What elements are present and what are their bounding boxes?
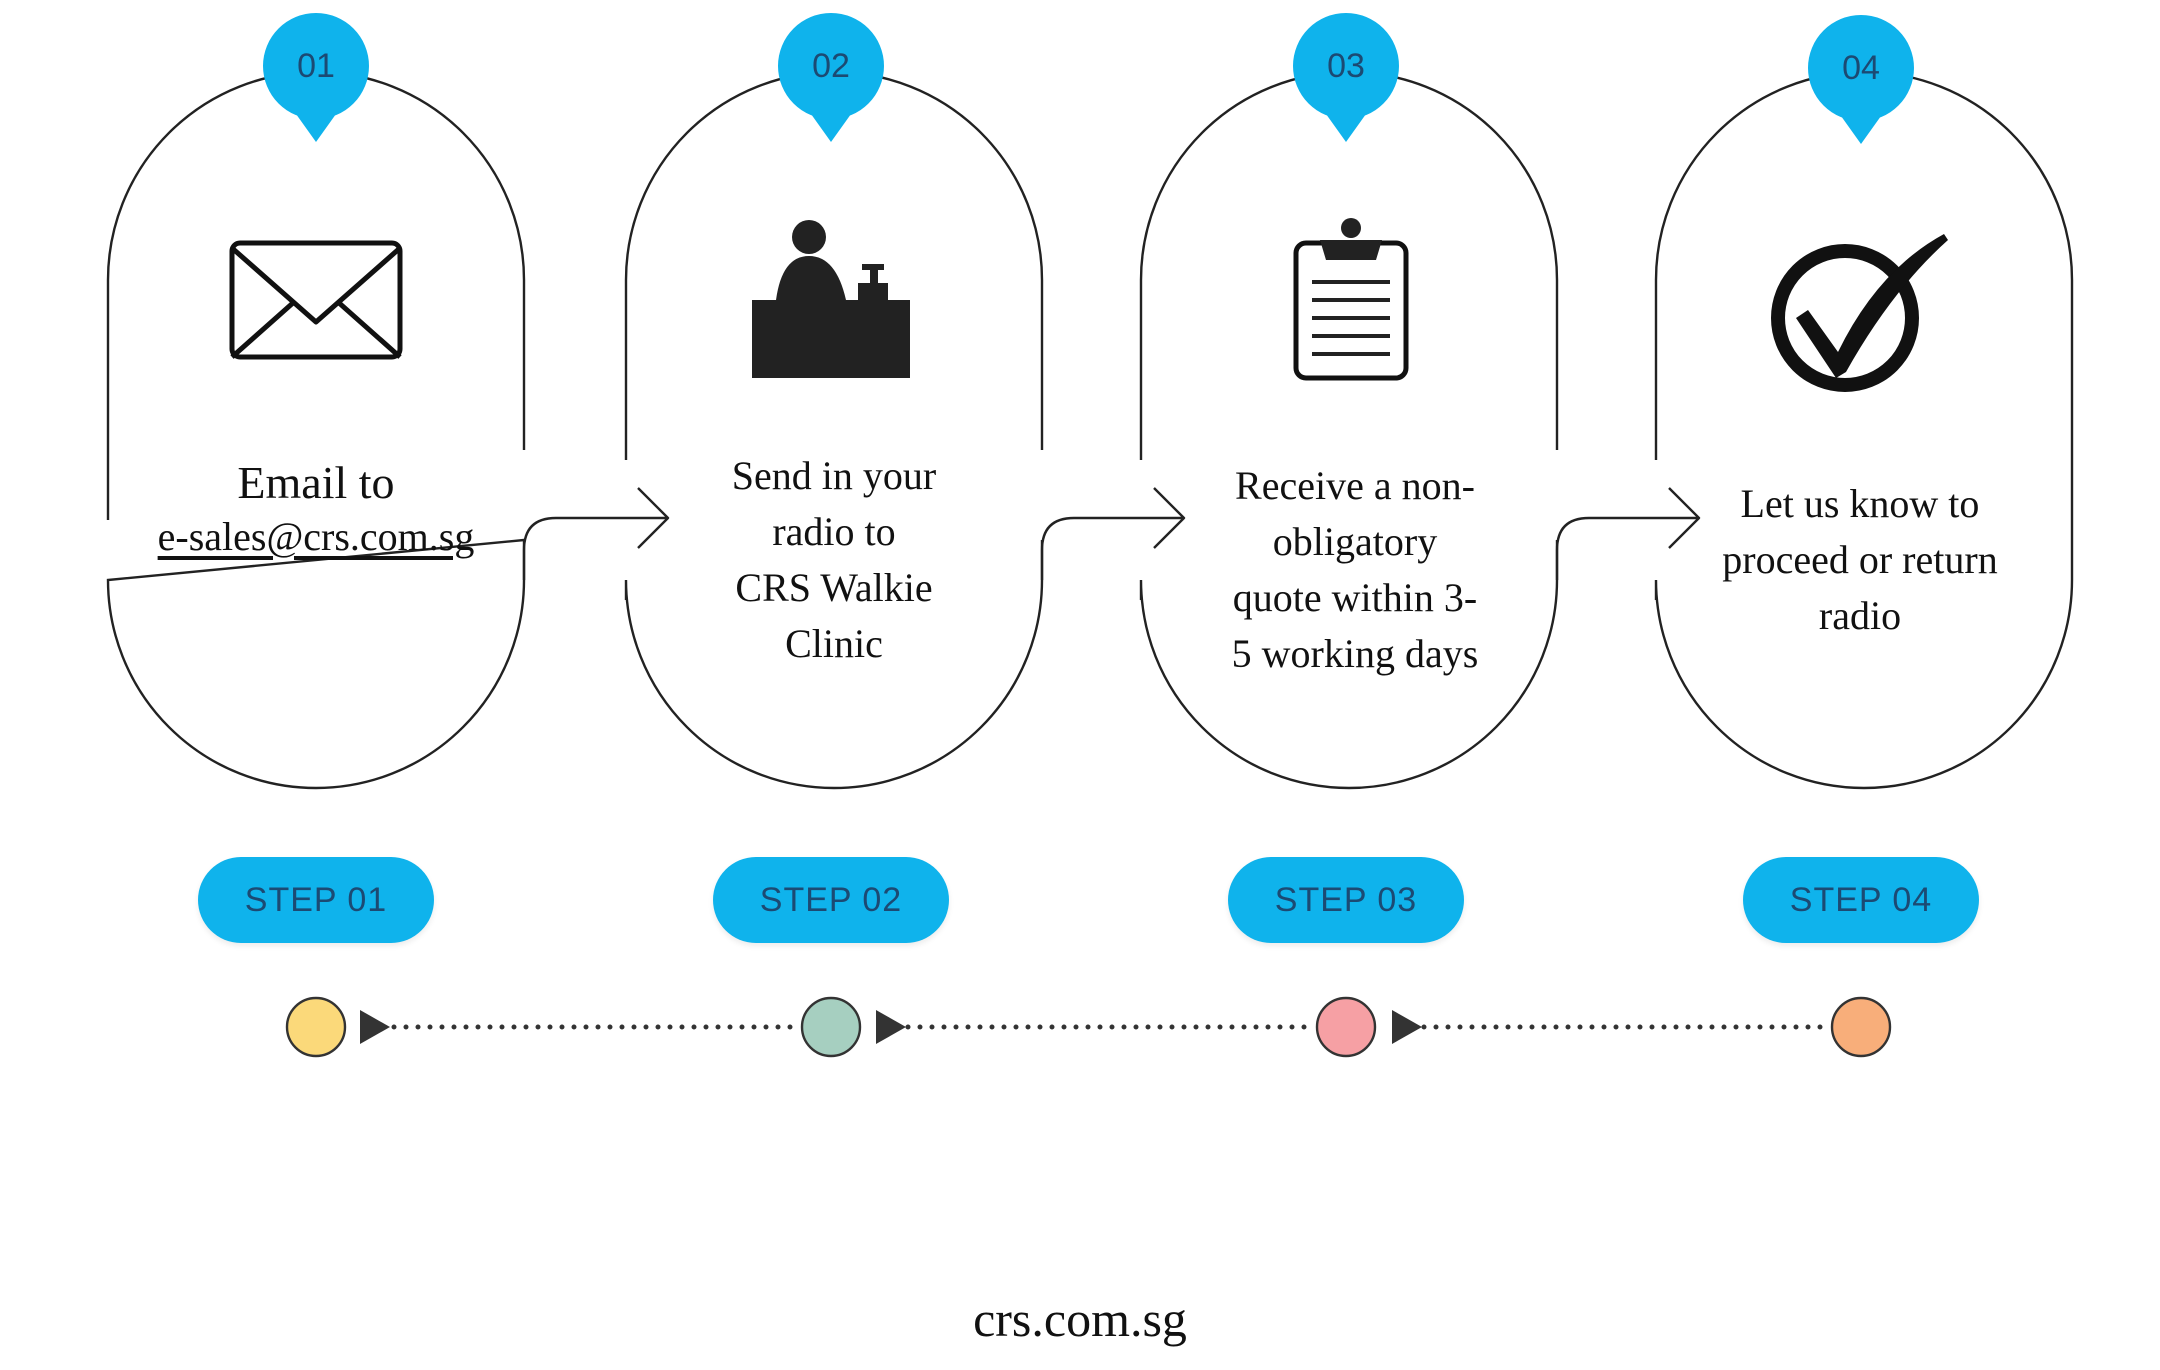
step-pill-3: STEP 03 [1228, 857, 1464, 943]
capsule-outline-2 [624, 70, 1044, 790]
step-pill-1: STEP 01 [198, 857, 434, 943]
timeline-dot-4 [1830, 996, 1892, 1058]
connector-arrow-3 [1555, 487, 1701, 580]
step-2-text: Send in your radio to CRS Walkie Clinic [731, 453, 937, 666]
footer-website: crs.com.sg [973, 1291, 1187, 1347]
step-badge-1: 01 [297, 46, 335, 85]
timeline-arrowhead-1 [360, 1010, 390, 1044]
step-3-text: Receive a non- obligatory quote within 3… [1231, 463, 1479, 676]
step-4-body: Let us know to proceed or return radio [1650, 476, 2070, 644]
badge-pin-2 [778, 13, 884, 142]
clipboard-icon [1293, 218, 1409, 381]
reception-desk-icon [752, 220, 910, 378]
timeline-arrowhead-3 [1392, 1010, 1422, 1044]
step-badge-2: 02 [812, 46, 850, 85]
check-circle-icon [1771, 234, 1948, 392]
badge-pin-3 [1293, 13, 1399, 142]
timeline-arrowhead-2 [876, 1010, 906, 1044]
envelope-icon [229, 240, 403, 360]
badge-pin-4 [1808, 15, 1914, 144]
timeline-dot-3 [1315, 996, 1377, 1058]
timeline-dot-1 [285, 996, 347, 1058]
step-3-body: Receive a non- obligatory quote within 3… [1145, 458, 1565, 682]
connector-arrow-2 [1040, 487, 1186, 580]
step-pill-4: STEP 04 [1743, 857, 1979, 943]
badge-pin-1 [263, 13, 369, 142]
step-badge-4: 04 [1842, 48, 1880, 87]
capsule-outline-1 [106, 70, 526, 790]
step-1-body: Email to e-sales@crs.com.sg [106, 455, 526, 563]
email-link[interactable]: e-sales@crs.com.sg [157, 514, 475, 559]
timeline-dot-2 [800, 996, 862, 1058]
connector-arrow-1 [522, 487, 670, 580]
step-1-title: Email to [237, 457, 395, 508]
step-2-body: Send in your radio to CRS Walkie Clinic [624, 448, 1044, 672]
step-pill-2: STEP 02 [713, 857, 949, 943]
step-badge-3: 03 [1327, 46, 1365, 85]
capsule-outline-4 [1654, 70, 2074, 790]
step-4-text: Let us know to proceed or return radio [1722, 481, 1998, 638]
